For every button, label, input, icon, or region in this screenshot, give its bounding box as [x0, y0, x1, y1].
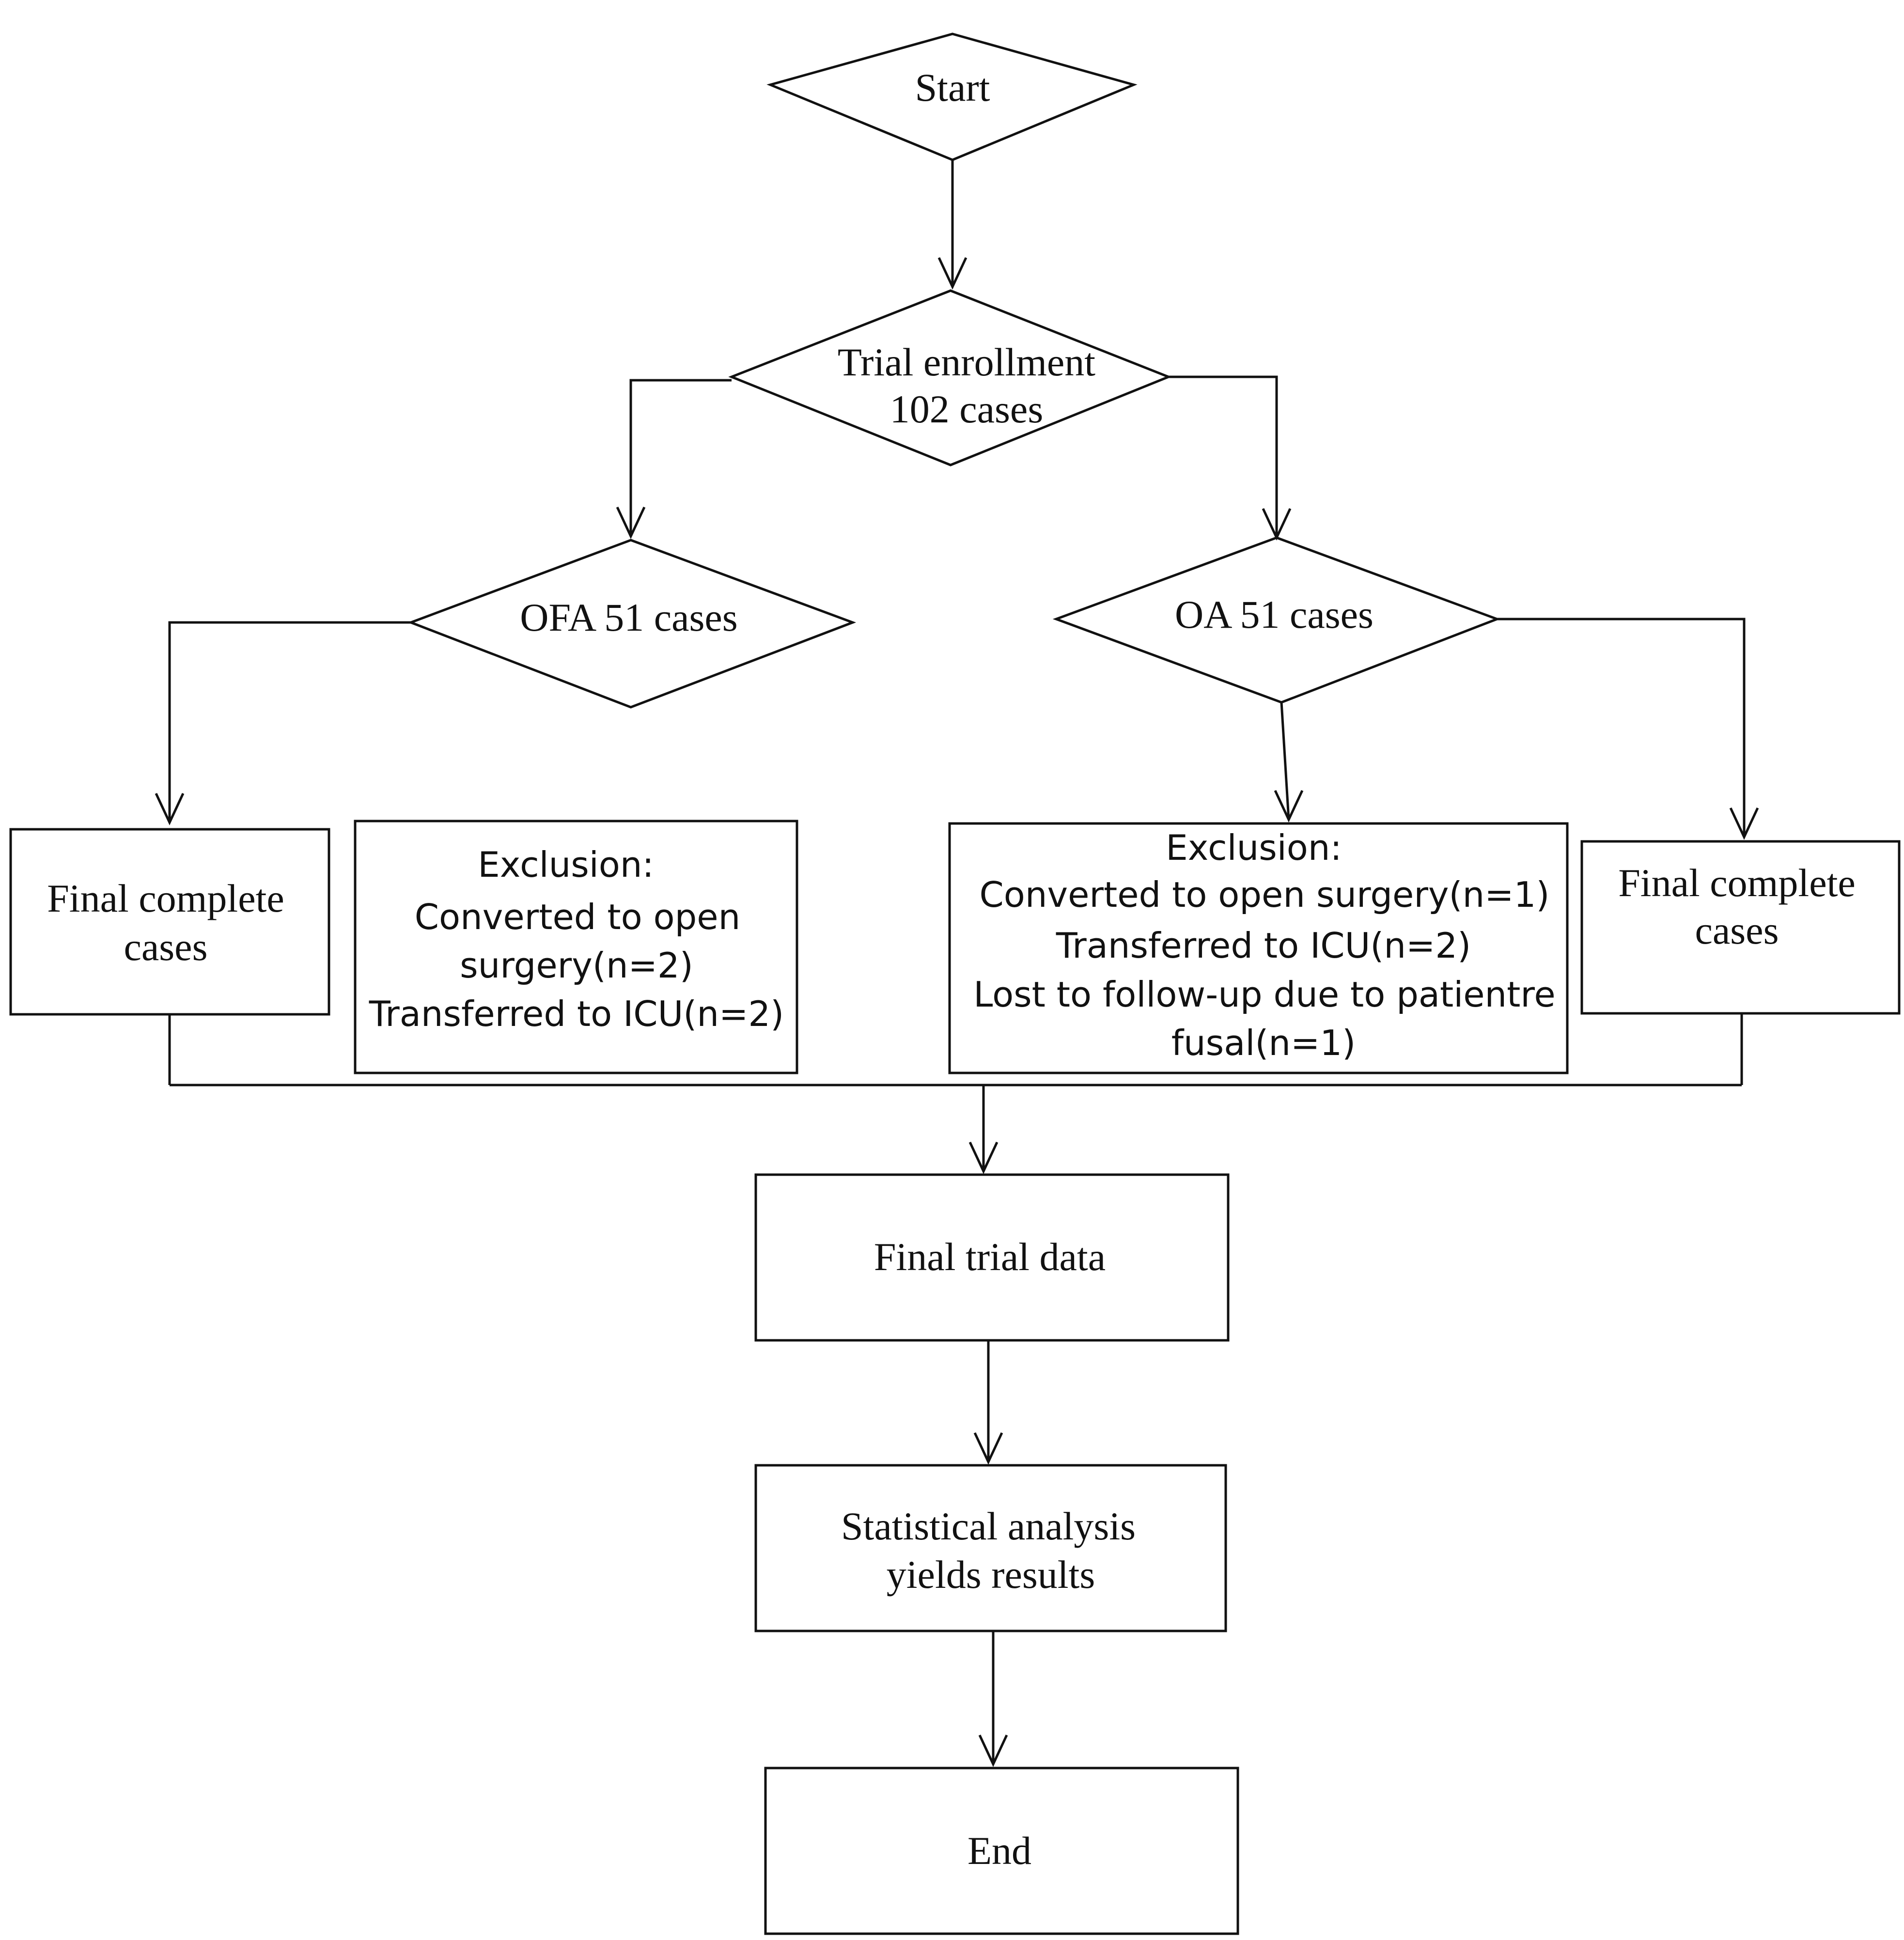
- oa-label: OA 51 cases: [1175, 592, 1373, 636]
- arrowhead-left-final: [155, 792, 185, 825]
- ofa-exclusion-line1: Converted to open: [415, 897, 740, 937]
- end-node: [764, 1767, 1239, 1935]
- arrowhead-end: [978, 1734, 1008, 1767]
- final-trial-data-label: Final trial data: [874, 1235, 1106, 1279]
- oa-exclusion-line4: fusal(n=1): [1171, 1023, 1356, 1063]
- oa-exclusion-title: Exclusion:: [1166, 827, 1342, 868]
- arrowhead-oa: [1262, 508, 1292, 541]
- oa-exclusion-box: [948, 822, 1569, 1074]
- statistical-analysis-label-line2: yields results: [887, 1552, 1095, 1597]
- arrowhead-right-final: [1729, 807, 1759, 840]
- statistical-analysis-label-line1: Statistical analysis: [841, 1504, 1136, 1548]
- connector-oa-right-final: [1497, 618, 1746, 837]
- connectors: [155, 160, 1759, 1767]
- connector-enrollment-ofa: [629, 379, 732, 536]
- right-final-label-line1: Final complete: [1618, 861, 1856, 905]
- final-trial-data-box: [754, 1173, 1230, 1342]
- statistical-analysis-box: [754, 1464, 1227, 1632]
- oa-exclusion-line2: Transferred to ICU(n=2): [1056, 925, 1471, 966]
- start-label: Start: [915, 65, 990, 109]
- right-final-label-line2: cases: [1695, 908, 1779, 952]
- ofa-label: OFA 51 cases: [520, 595, 737, 639]
- left-final-label-line2: cases: [124, 925, 207, 969]
- enrollment-label-line2: 102 cases: [890, 387, 1044, 431]
- oa-exclusion-line3: Lost to follow-up due to patientre: [973, 974, 1555, 1015]
- left-final-complete-box: [9, 828, 330, 1016]
- arrowhead-stats: [973, 1432, 1003, 1465]
- ofa-exclusion-line3: Transferred to ICU(n=2): [369, 993, 784, 1034]
- connector-enrollment-oa: [1169, 375, 1278, 538]
- ofa-node: [407, 539, 857, 709]
- ofa-exclusion-box: [354, 820, 798, 1074]
- connector-ofa-left-final: [168, 621, 411, 823]
- ofa-exclusion-line2: surgery(n=2): [460, 945, 693, 986]
- end-label: End: [968, 1829, 1031, 1873]
- connector-oa-exclusion: [1280, 702, 1290, 820]
- enrollment-label-line1: Trial enrollment: [838, 340, 1095, 384]
- enrollment-node: [728, 289, 1172, 466]
- arrowhead-final-data: [968, 1141, 999, 1174]
- arrowhead-oa-exclusion: [1274, 790, 1304, 823]
- ofa-exclusion-title: Exclusion:: [478, 844, 654, 885]
- oa-exclusion-line1: Converted to open surgery(n=1): [980, 874, 1550, 915]
- arrowhead-enrollment: [937, 257, 968, 290]
- arrowhead-ofa: [616, 506, 646, 539]
- left-final-label-line1: Final complete: [47, 876, 284, 920]
- right-final-complete-box: [1580, 840, 1901, 1015]
